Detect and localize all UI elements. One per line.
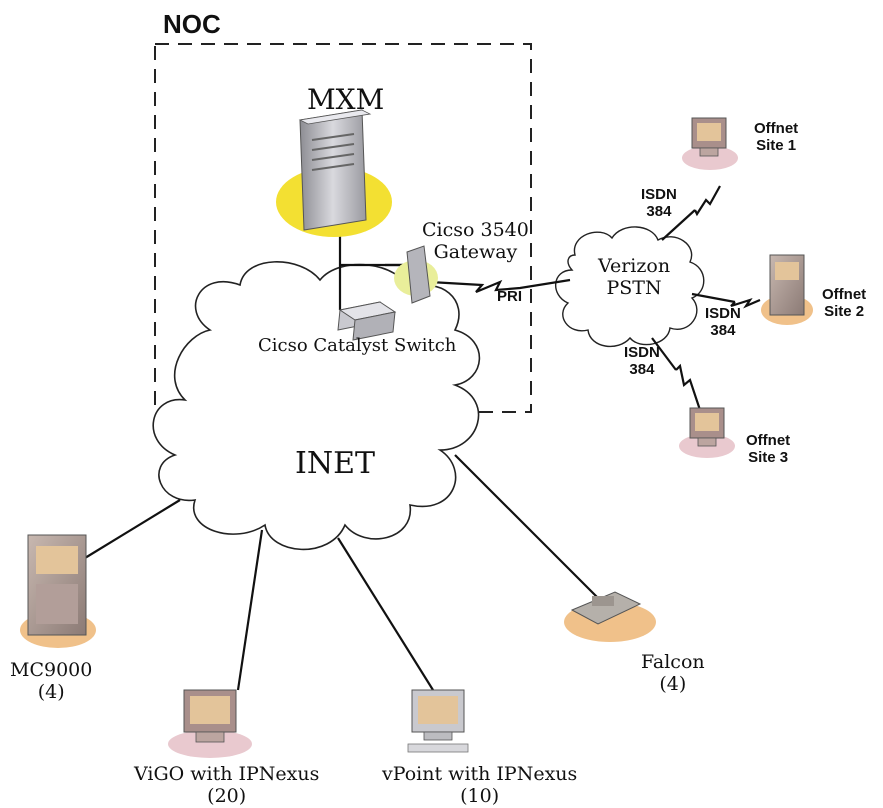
mc9000-label: MC9000 (4) (10, 659, 93, 704)
offnet-site-2-tower-icon (761, 254, 813, 325)
pstn-line1: Verizon (598, 255, 671, 277)
mc9000-name: MC9000 (10, 659, 93, 681)
offnet-site-3-line2: Site 3 (748, 449, 789, 467)
pstn-label: Verizon PSTN (598, 255, 671, 300)
pstn-line2: PSTN (606, 276, 662, 299)
offnet-site-1-label: Offnet Site 1 (754, 120, 798, 155)
isdn-link-2-line2: 384 (710, 322, 736, 340)
offnet-site-3-line1: Offnet (746, 432, 791, 449)
offnet-site-2-line1: Offnet (822, 286, 867, 303)
inet-label: INET (295, 446, 376, 481)
vigo-name: ViGO with IPNexus (134, 763, 320, 785)
vpoint-name: vPoint with IPNexus (382, 763, 578, 785)
switch-label: Cicso Catalyst Switch (258, 335, 457, 356)
offnet-site-1-line2: Site 1 (756, 137, 797, 155)
pstn-cloud (554, 226, 705, 348)
vpoint-icon (407, 689, 469, 753)
mc9000-icon (20, 534, 96, 648)
isdn-link-1-label: ISDN 384 (641, 186, 677, 221)
isdn-link-1-line2: 384 (646, 203, 672, 221)
vpoint-count: (10) (460, 784, 500, 807)
offnet-site-2-line2: Site 2 (824, 303, 865, 321)
falcon-count: (4) (659, 672, 687, 695)
gateway-line1: Cicso 3540 (422, 219, 529, 241)
vigo-icon (168, 689, 252, 758)
isdn-link-1-line1: ISDN (641, 186, 677, 203)
isdn-link-3-line1: ISDN (624, 344, 660, 361)
falcon-label: Falcon (4) (641, 651, 705, 696)
isdn-link-3-line2: 384 (629, 361, 655, 379)
isdn-link-2-label: ISDN 384 (705, 305, 741, 340)
mc9000-count: (4) (37, 680, 65, 703)
offnet-site-1-pc-icon (682, 117, 738, 170)
connections (84, 185, 761, 691)
mxm-label: MXM (307, 83, 385, 116)
isdn-link-3-label: ISDN 384 (624, 344, 660, 379)
noc-title: NOC (163, 9, 221, 39)
offnet-site-2-label: Offnet Site 2 (822, 286, 866, 321)
offnet-site-3-pc-icon (679, 407, 735, 458)
falcon-icon (564, 591, 656, 642)
mxm-server-icon (276, 109, 392, 237)
vigo-label: ViGO with IPNexus (20) (134, 763, 320, 808)
vpoint-label: vPoint with IPNexus (10) (382, 763, 578, 808)
gateway-line2: Gateway (433, 240, 518, 263)
offnet-site-3-label: Offnet Site 3 (746, 432, 790, 467)
vigo-count: (20) (207, 784, 247, 807)
offnet-site-1-line1: Offnet (754, 120, 799, 137)
gateway-icon (394, 245, 438, 304)
pri-label: PRI (497, 288, 523, 305)
switch-icon (337, 301, 397, 341)
isdn-link-2-line1: ISDN (705, 305, 741, 322)
gateway-label: Cicso 3540 Gateway (422, 219, 529, 264)
falcon-name: Falcon (641, 651, 705, 673)
inet-cloud (152, 261, 481, 551)
